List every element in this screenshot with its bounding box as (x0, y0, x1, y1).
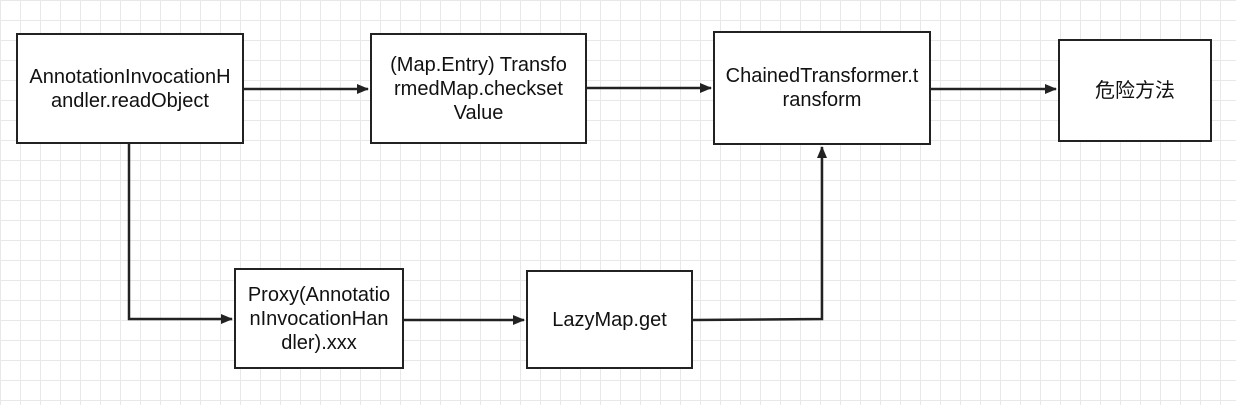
edge-lazymap-to-chained (692, 146, 827, 322)
node-label: LazyMap.get (552, 308, 667, 331)
node-annotation-invocation-handler-readobject[interactable]: AnnotationInvocationHandler.readObject (16, 33, 244, 144)
node-label: Proxy(AnnotationInvocationHandler).xxx (247, 283, 391, 354)
node-lazymap-get[interactable]: LazyMap.get (526, 270, 693, 369)
edge-readobject-to-proxy (127, 144, 233, 324)
node-chainedtransformer-transform[interactable]: ChainedTransformer.transform (713, 31, 931, 145)
node-dangerous-method[interactable]: 危险方法 (1058, 39, 1212, 142)
node-label: 危险方法 (1095, 79, 1175, 102)
node-label: AnnotationInvocationHandler.readObject (29, 65, 231, 112)
node-label: ChainedTransformer.transform (725, 65, 919, 111)
node-label: (Map.Entry) TransformedMap.checksetValue (390, 53, 567, 124)
node-proxy-annotation-invocation-handler[interactable]: Proxy(AnnotationInvocationHandler).xxx (234, 268, 404, 369)
node-transformedmap-checksetvalue[interactable]: (Map.Entry) TransformedMap.checksetValue (370, 33, 587, 144)
